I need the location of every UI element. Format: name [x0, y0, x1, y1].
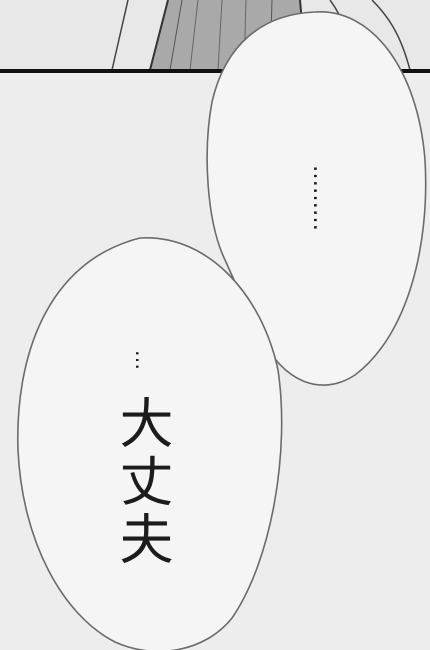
bubble-bottom-text: 大丈夫 [110, 395, 173, 569]
speech-bubble-top [206, 11, 427, 386]
bubble-bottom-ellipsis: … [131, 350, 155, 370]
bubble-top-text: ……… [308, 165, 333, 231]
speech-bubble-bottom [17, 237, 283, 650]
